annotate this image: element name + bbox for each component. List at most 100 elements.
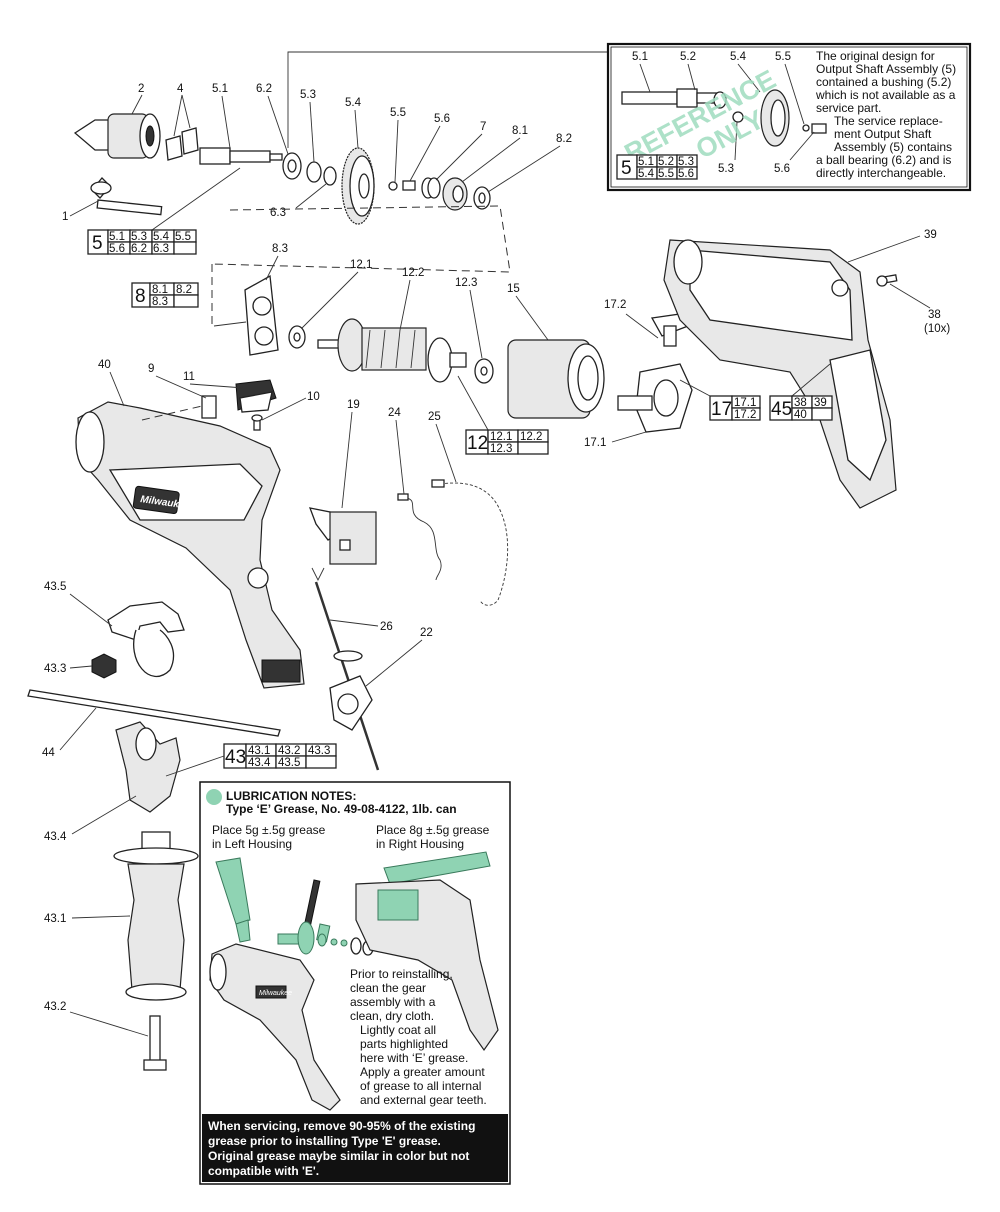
mini-right-housing	[355, 879, 499, 1052]
warning-line-1: When servicing, remove 90-95% of the exi…	[208, 1119, 475, 1133]
svg-text:40: 40	[794, 409, 807, 421]
group-table-17: 17 17.1 17.2	[709, 395, 761, 421]
svg-text:assembly with a: assembly with a	[350, 995, 436, 1009]
svg-text:5.6: 5.6	[109, 243, 125, 255]
grease-indicator-icon	[206, 789, 222, 805]
svg-text:12.2: 12.2	[520, 431, 542, 443]
svg-text:43.3: 43.3	[308, 745, 330, 757]
inset-explanation-text: The original design for Output Shaft Ass…	[815, 49, 956, 180]
reference-inset: 5.1 5.2 5.4 5.5 5.3 5.6 REFERENCE ONLY 5…	[287, 42, 972, 192]
svg-text:45: 45	[771, 399, 792, 420]
svg-text:12: 12	[467, 433, 488, 454]
svg-text:Apply a greater amount: Apply a greater amount	[360, 1065, 485, 1079]
svg-text:here with ‘E’ grease.: here with ‘E’ grease.	[360, 1051, 468, 1065]
bearing-12-3	[474, 358, 494, 384]
svg-text:17.2: 17.2	[734, 409, 756, 421]
callout-8-3: 8.3	[272, 243, 288, 255]
callout-8-1: 8.1	[512, 125, 528, 137]
svg-text:The original design for: The original design for	[816, 49, 935, 63]
svg-text:Milwaukee: Milwaukee	[259, 990, 292, 997]
svg-text:The service replace-: The service replace-	[834, 114, 943, 128]
lubrication-instructions: Prior to reinstalling, clean the gear as…	[350, 967, 487, 1107]
bolt-43-2	[143, 1015, 167, 1071]
callout-5-5: 5.5	[390, 107, 406, 119]
callout-43-2: 43.2	[44, 1001, 66, 1013]
shift-knob-11	[235, 379, 277, 413]
ball-5-5	[388, 181, 398, 191]
svg-text:and external gear teeth.: and external gear teeth.	[360, 1093, 487, 1107]
callout-12-3: 12.3	[455, 277, 477, 289]
callout-43-3: 43.3	[44, 663, 66, 675]
inset-callout-5-6: 5.6	[774, 163, 790, 175]
svg-text:ment Output Shaft: ment Output Shaft	[834, 127, 932, 141]
retaining-clips	[165, 127, 199, 161]
callout-12-1: 12.1	[350, 259, 372, 271]
wire-25	[431, 479, 509, 606]
inset-callout-5-5: 5.5	[775, 51, 791, 63]
callout-12-2: 12.2	[402, 267, 424, 279]
lubrication-notes-box: LUBRICATION NOTES: Type ‘E’ Grease, No. …	[199, 781, 511, 1185]
svg-text:5.4: 5.4	[638, 168, 655, 180]
inset-callout-5-1: 5.1	[632, 51, 648, 63]
left-housing-note-2: in Left Housing	[212, 837, 292, 851]
callout-38-qty: (10x)	[924, 323, 950, 335]
callout-2: 2	[138, 83, 144, 95]
cord-26	[311, 567, 380, 771]
svg-text:8.3: 8.3	[152, 296, 168, 308]
warning-line-4: compatible with 'E'.	[208, 1164, 319, 1178]
washer-5-3	[306, 161, 322, 183]
callout-6-3: 6.3	[270, 207, 286, 219]
brush-holder-17-1	[617, 363, 693, 433]
svg-text:8.2: 8.2	[176, 284, 192, 296]
cord-protector-22	[329, 675, 373, 731]
callout-15: 15	[507, 283, 520, 295]
callout-26: 26	[380, 621, 393, 633]
svg-text:5.4: 5.4	[153, 231, 170, 243]
svg-text:5.2: 5.2	[658, 156, 674, 168]
callout-1: 1	[62, 211, 68, 223]
field-15	[507, 339, 605, 419]
svg-text:5.5: 5.5	[658, 168, 674, 180]
svg-text:5.1: 5.1	[638, 156, 654, 168]
svg-text:12.1: 12.1	[490, 431, 512, 443]
svg-text:of grease to all internal: of grease to all internal	[360, 1079, 481, 1093]
svg-text:Output Shaft Assembly (5): Output Shaft Assembly (5)	[816, 62, 956, 76]
switch-lever-9	[201, 395, 217, 419]
inset-callout-5-4: 5.4	[730, 51, 747, 63]
callout-43-1: 43.1	[44, 913, 66, 925]
output-shaft	[199, 147, 283, 165]
svg-text:clean the gear: clean the gear	[350, 981, 426, 995]
svg-text:Assembly (5) contains: Assembly (5) contains	[834, 140, 952, 154]
svg-text:5.5: 5.5	[175, 231, 191, 243]
callout-5-4: 5.4	[345, 97, 362, 109]
group-table-12: 12 12.1 12.2 12.3	[465, 429, 549, 455]
pin-5-6	[402, 180, 416, 191]
nut-43-3	[91, 653, 117, 679]
cam-8-1	[442, 177, 468, 211]
svg-text:43.2: 43.2	[278, 745, 300, 757]
grease-tube-right-icon	[383, 851, 491, 885]
svg-text:Prior to reinstalling,: Prior to reinstalling,	[350, 967, 453, 981]
right-housing-note-2: in Right Housing	[376, 837, 464, 851]
callout-9: 9	[148, 363, 154, 375]
mini-left-housing: Milwaukee	[209, 943, 341, 1111]
group-table-45: 45 38 39 40	[769, 395, 833, 421]
handle-clamp-43-4	[115, 721, 181, 813]
armature	[317, 318, 467, 383]
group-table-43: 43 43.1 43.2 43.3 43.4 43.5	[223, 743, 337, 769]
callout-17-1: 17.1	[584, 437, 606, 449]
callout-40: 40	[98, 359, 111, 371]
callout-5-3: 5.3	[300, 89, 316, 101]
svg-text:which is not available as a: which is not available as a	[815, 88, 956, 102]
callout-24: 24	[388, 407, 401, 419]
inset-group-table-5: 5 5.1 5.2 5.3 5.4 5.5 5.6	[616, 154, 698, 180]
bearing-plate-8-3	[244, 274, 279, 356]
svg-text:contained a bushing (5.2): contained a bushing (5.2)	[816, 75, 951, 89]
callout-4: 4	[177, 83, 184, 95]
brush-17-2	[650, 313, 689, 347]
svg-text:5.1: 5.1	[109, 231, 125, 243]
svg-text:38: 38	[794, 397, 807, 409]
warning-line-3: Original grease maybe similar in color b…	[208, 1149, 469, 1163]
svg-text:5.6: 5.6	[678, 168, 694, 180]
